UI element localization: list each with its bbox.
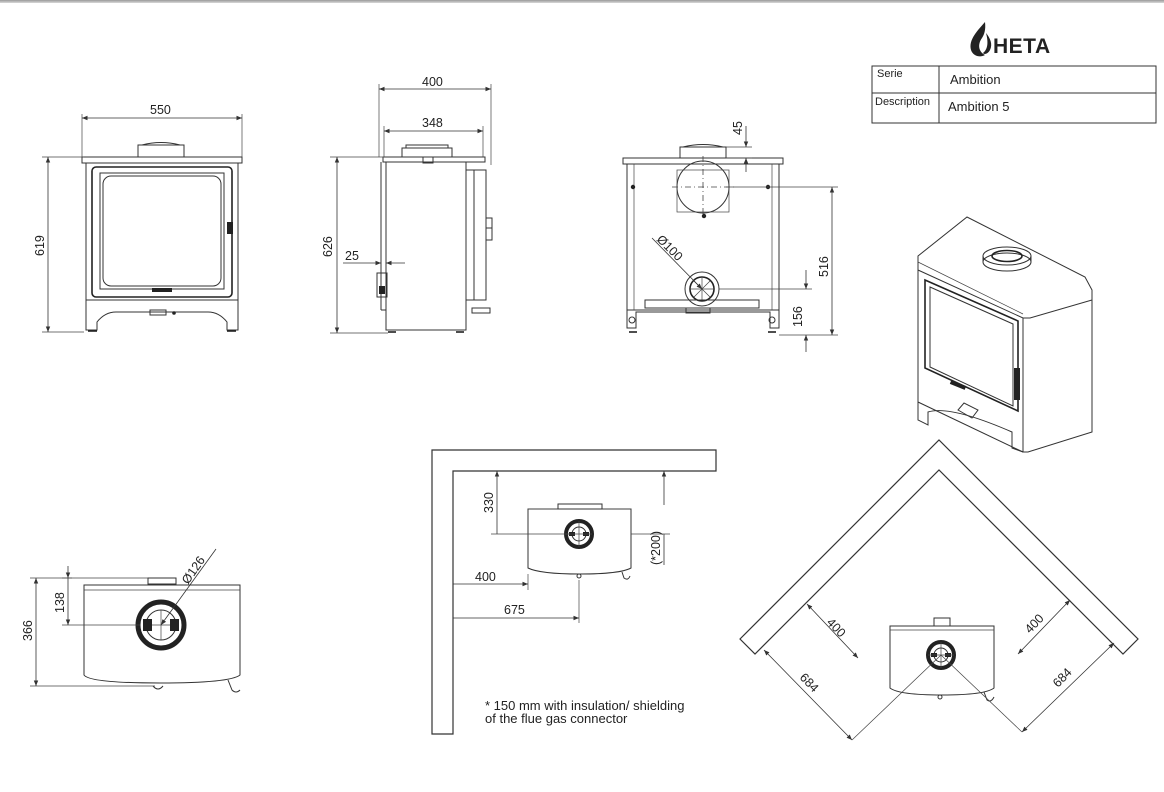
side-height-dimension: 626 xyxy=(321,156,388,334)
corner-wall-outline xyxy=(739,439,1139,655)
dim-corner-right-distance: 684 xyxy=(1050,665,1075,690)
dim-side-depth-total: 400 xyxy=(422,75,443,89)
dim-wall-side-clearance: 400 xyxy=(475,570,496,584)
corner-left-clearance-dimension: 400 xyxy=(806,603,859,659)
top-depth-dimension: 366 xyxy=(21,577,155,687)
title-value-serie: Ambition xyxy=(950,72,1001,87)
dim-side-depth-body: 348 xyxy=(422,116,443,130)
title-block: Serie Ambition Description Ambition 5 xyxy=(871,65,1157,124)
side-flue-offset-dimension: 25 xyxy=(343,249,405,266)
top-diameter-dimension: Ø126 xyxy=(160,548,217,626)
front-height-dimension: 619 xyxy=(33,156,84,333)
brand-logo: HETA xyxy=(970,22,1050,58)
dim-rear-outlet-height: 516 xyxy=(817,256,831,277)
rear-top-offset-dimension: 45 xyxy=(726,121,752,172)
flame-icon xyxy=(970,22,992,57)
dim-top-depth: 366 xyxy=(21,620,35,641)
front-view xyxy=(81,142,243,332)
corner-installation xyxy=(739,439,1139,702)
front-width-dimension: 550 xyxy=(81,103,243,157)
dim-front-width: 550 xyxy=(150,103,171,117)
dim-corner-right-clearance: 400 xyxy=(1022,611,1047,636)
title-label-serie: Serie xyxy=(877,68,903,80)
wall-rear-clearance-dimension: 330 xyxy=(482,471,570,535)
dim-wall-rear-clearance: 330 xyxy=(482,492,496,513)
dim-rear-top-offset: 45 xyxy=(731,121,745,135)
top-flue-offset-dimension: 138 xyxy=(53,566,148,626)
dim-top-flue-offset: 138 xyxy=(53,592,67,613)
dim-top-diameter: Ø126 xyxy=(179,554,208,587)
wall-outline xyxy=(431,449,717,735)
side-depth-body-dimension: 348 xyxy=(383,116,484,157)
footnote-line-1: * 150 mm with insulation/ shielding xyxy=(485,698,684,713)
corner-right-distance-dimension: 684 xyxy=(940,642,1115,733)
dim-side-flue-offset: 25 xyxy=(345,249,359,263)
dim-wall-side-to-flue: 675 xyxy=(504,603,525,617)
dim-corner-left-clearance: 400 xyxy=(824,615,849,640)
wall-side-clearance-dimension: 400 xyxy=(453,570,529,590)
title-label-description: Description xyxy=(875,96,930,108)
corner-left-distance-dimension: 684 xyxy=(763,649,942,741)
dim-side-height: 626 xyxy=(321,236,335,257)
side-view xyxy=(376,144,493,333)
dim-rear-diameter: Ø100 xyxy=(654,232,686,264)
title-value-description: Ambition 5 xyxy=(948,99,1009,114)
rear-lower-height-dimension: 156 xyxy=(719,270,812,352)
window-top-border xyxy=(0,0,1164,3)
rear-view xyxy=(622,144,784,333)
brand-name: HETA xyxy=(993,35,1051,58)
footnote-line-2: of the flue gas connector xyxy=(485,711,628,726)
wall-rear-insulated-dimension: (*200) xyxy=(631,471,670,565)
side-depth-total-dimension: 400 xyxy=(378,75,492,165)
dim-corner-left-distance: 684 xyxy=(797,670,822,695)
isometric-view xyxy=(917,216,1093,453)
footnote: * 150 mm with insulation/ shielding of t… xyxy=(485,698,684,726)
corner-right-clearance-dimension: 400 xyxy=(1017,599,1071,655)
wall-side-to-flue-dimension: 675 xyxy=(453,580,580,623)
dim-rear-lower-height: 156 xyxy=(791,306,805,327)
wall-installation xyxy=(431,449,717,735)
dim-wall-rear-insulated: (*200) xyxy=(649,531,663,565)
rear-outlet-height-dimension: 516 xyxy=(726,186,838,336)
top-view xyxy=(83,577,241,693)
dim-front-height: 619 xyxy=(33,235,47,256)
